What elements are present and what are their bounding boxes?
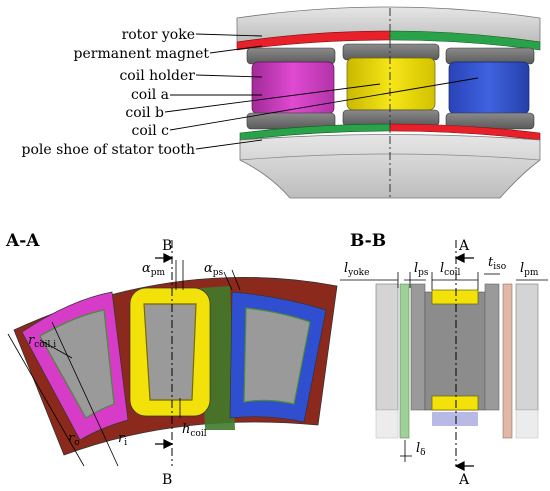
aa-dimension-lines [7,260,241,467]
label-permanent-magnet: permanent magnet [74,46,210,62]
section-aa-title: A-A [5,231,40,251]
coil-holder-bottom-b [342,109,440,127]
coil-holder-top-a [246,47,336,65]
aa-sym-h-coil: hcoil [182,422,207,439]
label-coil-c: coil c [131,123,169,139]
coil-b-3d [346,57,436,111]
bb-sym-l-yoke: lyoke [344,261,369,278]
section-aa: A-A B B [5,231,338,488]
bb-yoke-right [515,283,539,411]
coil-c-3d [448,61,530,115]
label-coil-b: coil b [125,105,164,121]
aa-coil-b-core [143,303,197,401]
aa-coil-c-core [243,307,311,405]
bb-cut-label-top: A [458,238,470,254]
aa-cut-label-bottom: B [162,472,172,488]
label-coil-a: coil a [131,87,169,103]
aa-cut-label-top: B [162,238,172,254]
bb-core [424,291,486,411]
bb-coil-shadow [432,412,478,426]
coil-holder-top-b [342,43,440,61]
aa-cut-arrows [155,253,174,449]
aa-sym-r-i: ri [118,431,127,448]
section-bb-title: B-B [350,231,386,251]
bb-yoke-left [375,283,399,411]
aa-sym-r-coil-i: rcoil,i [28,333,56,350]
aa-sym-r-o: ro [68,431,80,448]
aa-sym-alpha-pm: αpm [142,261,166,278]
label-rotor-yoke: rotor yoke [122,27,195,43]
bb-yoke-right-lower [515,409,539,439]
bb-sym-l-pm: lpm [520,261,539,278]
coil-holder-top-c [445,47,535,65]
bb-sym-t-iso: tiso [488,255,506,272]
bb-sym-l-ps: lps [414,261,429,278]
label-pole-shoe: pole shoe of stator tooth [21,142,195,158]
section-bb: B-B A A [340,231,548,488]
bb-magnet-left [399,283,410,439]
bb-yoke-left-lower [375,409,399,439]
bb-cut-arrows [454,253,474,471]
label-coil-holder: coil holder [119,68,195,84]
magnet-top-south [389,30,541,51]
bb-sym-l-delta: lδ [416,441,426,458]
leader-lines [164,33,479,150]
assembly-3d-view: rotor yoke permanent magnet coil holder … [21,6,541,199]
coil-a-3d [251,61,335,115]
bb-dimension-lines [340,272,548,462]
bb-sym-l-coil: lcoil [440,261,461,278]
aa-sym-alpha-ps: αps [204,261,224,278]
bb-pole-shoe-right [484,283,500,411]
bb-pole-shoe [410,283,426,411]
bb-cut-label-bottom: A [458,472,470,488]
bb-magnet-right [502,283,513,439]
bb-coil-bottom [431,395,479,411]
bb-coil-top [431,289,479,305]
